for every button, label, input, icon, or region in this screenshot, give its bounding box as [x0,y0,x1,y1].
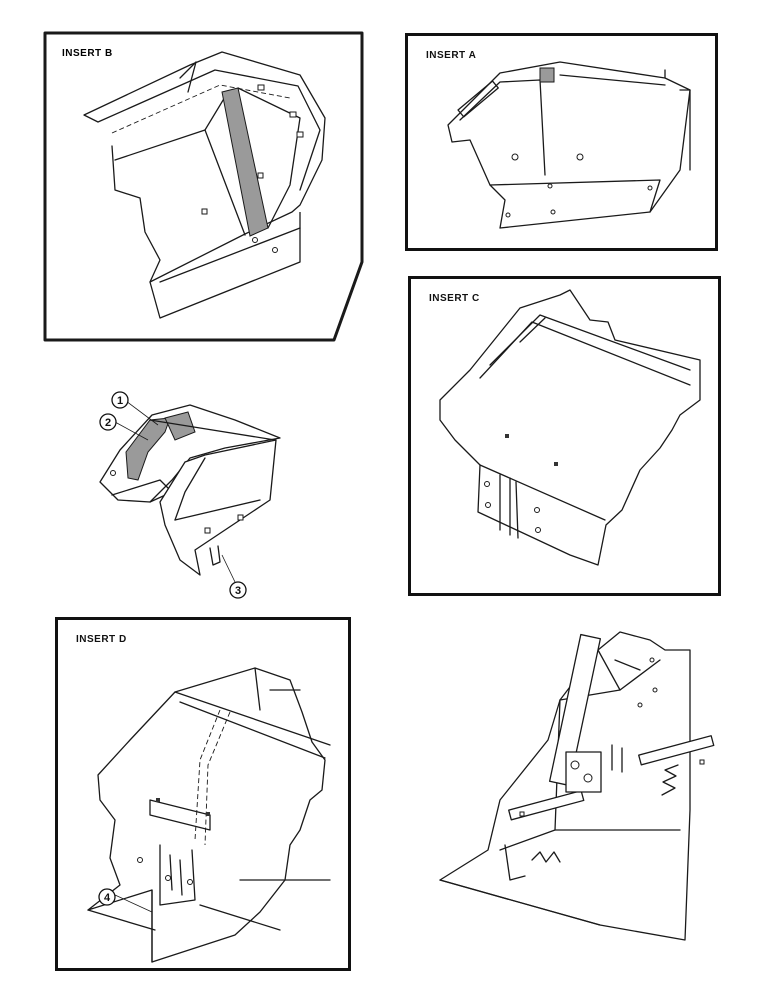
insert-c-label: INSERT C [429,293,480,304]
callout-4-label: 4 [104,892,111,904]
insert-d-label: INSERT D [76,634,127,645]
callout-2-label: 2 [105,417,111,429]
insert-b-label: INSERT B [62,48,113,59]
insert-a-label: INSERT A [426,50,477,61]
callout-1-label: 1 [117,395,123,407]
callout-3-label: 3 [235,585,241,597]
